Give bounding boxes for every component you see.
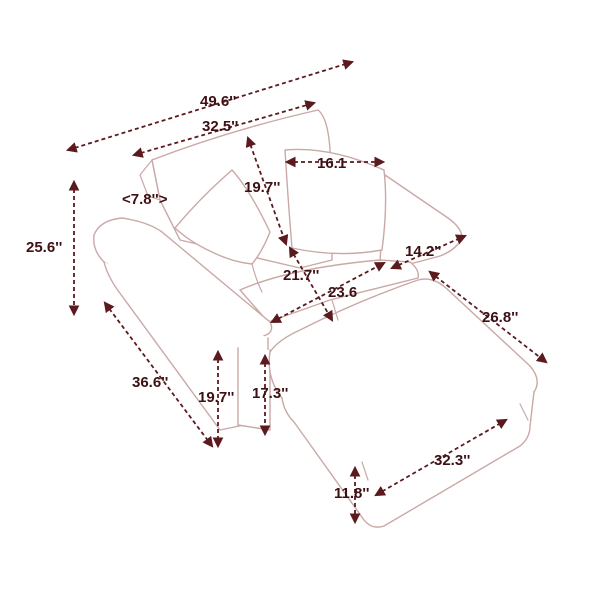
label-overall-height: 25.6'' (26, 239, 62, 256)
dim-back-width (131, 100, 317, 158)
dim-sofa-depth (103, 301, 214, 448)
dim-seat-depth (270, 261, 386, 324)
dimension-labels: 49.6'' 32.5'' <7.8''> 19.7'' 16.1 25.6''… (26, 93, 518, 502)
label-ottoman-length: 26.8'' (482, 309, 518, 326)
label-pillow-width: 16.1 (317, 155, 346, 172)
seam (251, 263, 263, 293)
label-back-height: 19.7'' (244, 179, 280, 196)
label-seat-height-diag: 21.7'' (283, 267, 319, 284)
sofa-drawing (93, 109, 538, 528)
label-ottoman-height: 11.8'' (334, 485, 370, 502)
dim-ottoman-width (390, 234, 467, 270)
dimension-lines (65, 59, 548, 525)
label-seat-height: 17.3'' (252, 385, 288, 402)
seam (519, 403, 529, 421)
label-overall-width: 49.6'' (200, 93, 236, 110)
seam (139, 158, 161, 201)
square-pillow (284, 148, 387, 255)
seam (361, 461, 369, 481)
dim-ottoman-length (428, 270, 548, 364)
label-ottoman-width: 14.2'' (405, 243, 441, 260)
label-ottoman-depth: 32.3'' (434, 452, 470, 469)
label-sofa-depth: 36.6'' (132, 374, 168, 391)
label-back-width: 32.5'' (202, 118, 238, 135)
label-seat-depth: 23.6 (328, 284, 357, 301)
ottoman-side (281, 391, 535, 528)
dim-back-height (245, 135, 289, 247)
label-arm-width: <7.8''> (122, 191, 168, 208)
label-arm-height: 19.7'' (198, 389, 234, 406)
